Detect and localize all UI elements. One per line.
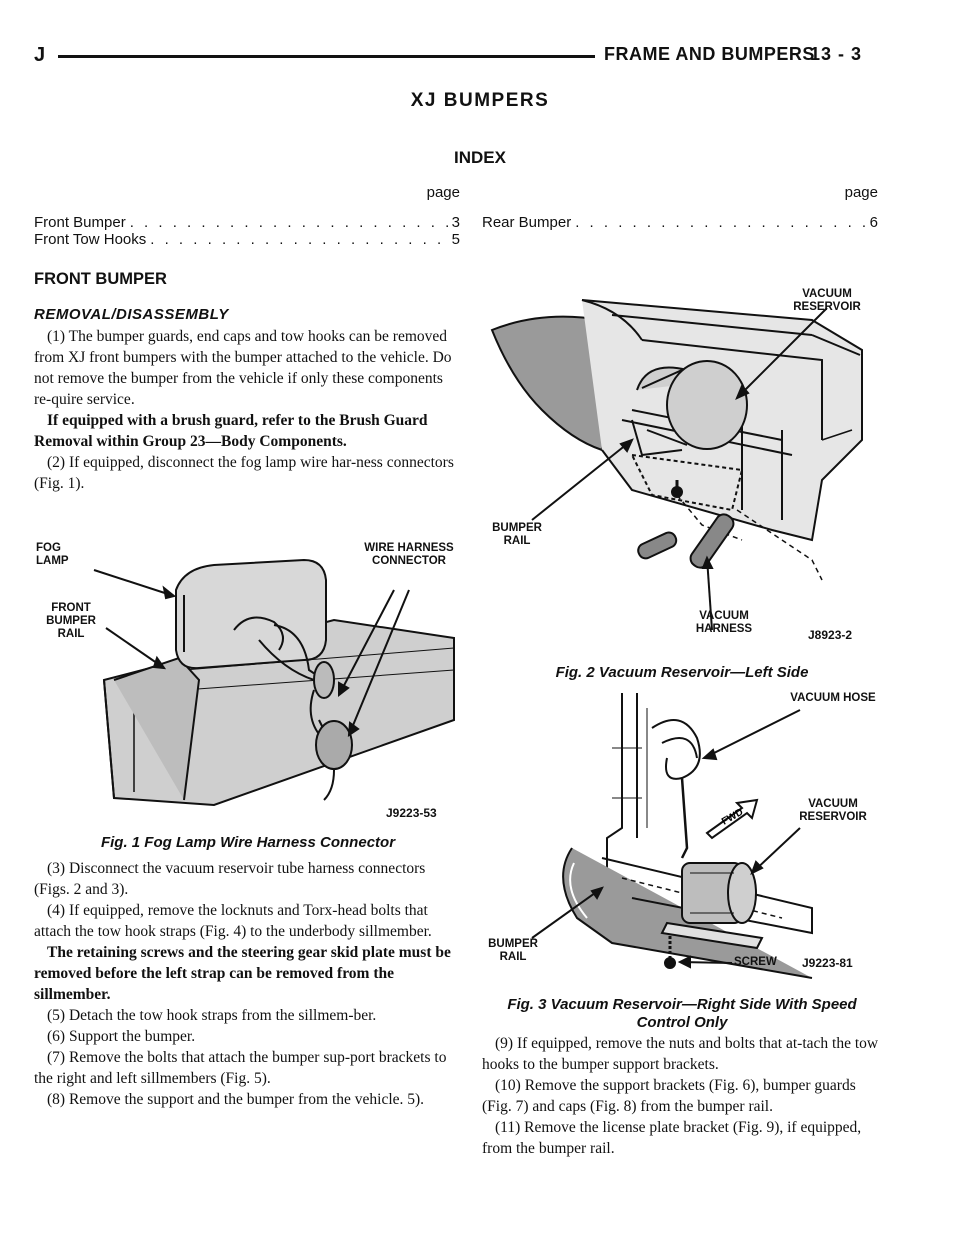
paragraph: (9) If equipped, remove the nuts and bol… [482, 1035, 879, 1073]
index-right-list: Rear Bumper . . . . . . . . . . . . . . … [482, 214, 878, 231]
label-bumper-rail: BUMPER RAIL [488, 938, 538, 963]
fog-lamp-illustration [93, 558, 455, 807]
index-entry[interactable]: Front Tow Hooks . . . . . . . . . . . . … [34, 231, 460, 248]
header-title: FRAME AND BUMPERS [604, 44, 815, 64]
note-paragraph: If equipped with a brush guard, refer to… [34, 412, 428, 450]
figure-code: J8923-2 [808, 628, 853, 642]
paragraph: (4) If equipped, remove the locknuts and… [34, 902, 432, 940]
index-entry-label: Front Tow Hooks [34, 231, 147, 248]
index-page-label-right: page [844, 184, 878, 201]
paragraph: (10) Remove the support brackets (Fig. 6… [482, 1077, 856, 1115]
figure-code: J9223-81 [802, 956, 853, 970]
label-vacuum-reservoir: VACUUM RESERVOIR [799, 798, 867, 823]
index-entry-page: 3 [451, 214, 460, 231]
paragraph: (6) Support the bumper. [47, 1028, 196, 1045]
paragraph: (2) If equipped, disconnect the fog lamp… [34, 454, 454, 492]
figure-2-caption: Fig. 2 Vacuum Reservoir—Left Side [555, 664, 809, 681]
front-bumper-heading: FRONT BUMPER [34, 270, 167, 288]
paragraph: (7) Remove the bolts that attach the bum… [34, 1049, 447, 1087]
header-rule [58, 55, 595, 58]
index-title: INDEX [454, 148, 506, 167]
paragraph: (1) The bumper guards, end caps and tow … [34, 328, 452, 408]
label-screw: SCREW [734, 956, 777, 968]
figure-code: J9223-53 [386, 806, 437, 820]
index-entry-page: 5 [451, 231, 460, 248]
index-entry-label: Front Bumper [34, 214, 126, 231]
label-vacuum-hose: VACUUM HOSE [790, 692, 876, 704]
figure-3-caption: Fig. 3 Vacuum Reservoir—Right Side With … [507, 996, 857, 1031]
vacuum-reservoir-right-illustration: FWD [531, 693, 813, 979]
paragraph: (8) Remove the support and the bumper fr… [47, 1091, 425, 1108]
paragraph: (5) Detach the tow hook straps from the … [47, 1007, 377, 1024]
left-column-text-bottom: (3) Disconnect the vacuum reservoir tube… [34, 858, 462, 1110]
section-title: XJ BUMPERS [410, 90, 550, 111]
label-fog-lamp: FOG LAMP [36, 542, 69, 567]
header-page-number: 13 - 3 [810, 44, 863, 64]
figure-1-caption: Fig. 1 Fog Lamp Wire Harness Connector [100, 834, 396, 851]
index-entry[interactable]: Rear Bumper . . . . . . . . . . . . . . … [482, 214, 878, 231]
index-page-label-left: page [426, 184, 460, 201]
figure-2: VACUUM RESERVOIR BUMPER RAIL VACUUM HARN… [482, 280, 882, 652]
label-vacuum-reservoir: VACUUM RESERVOIR [793, 288, 861, 313]
paragraph: (11) Remove the license plate bracket (F… [482, 1119, 862, 1157]
figure-1: FOG LAMP WIRE HARNESS CONNECTOR FRONT BU… [34, 530, 462, 830]
label-wire-harness-connector: WIRE HARNESS CONNECTOR [364, 542, 454, 567]
paragraph: (3) Disconnect the vacuum reservoir tube… [34, 860, 426, 898]
label-vacuum-harness: VACUUM HARNESS [695, 610, 753, 635]
vacuum-reservoir-left-illustration [490, 299, 863, 631]
label-front-bumper-rail: FRONT BUMPER RAIL [46, 602, 96, 640]
removal-disassembly-heading: REMOVAL/DISASSEMBLY [34, 306, 229, 323]
header-letter: J [34, 44, 46, 66]
label-bumper-rail: BUMPER RAIL [492, 522, 542, 547]
left-column-text-top: (1) The bumper guards, end caps and tow … [34, 326, 462, 494]
index-left-list: Front Bumper . . . . . . . . . . . . . .… [34, 214, 460, 248]
index-entry-label: Rear Bumper [482, 214, 572, 231]
index-entry-page: 6 [869, 214, 878, 231]
figure-3: FWD VACUUM HOSE VACUUM RESERVOIR BUMPER … [482, 688, 882, 980]
index-entry[interactable]: Front Bumper . . . . . . . . . . . . . .… [34, 214, 460, 231]
right-column-text: (9) If equipped, remove the nuts and bol… [482, 1033, 882, 1159]
note-paragraph: The retaining screws and the steering ge… [34, 944, 451, 1003]
